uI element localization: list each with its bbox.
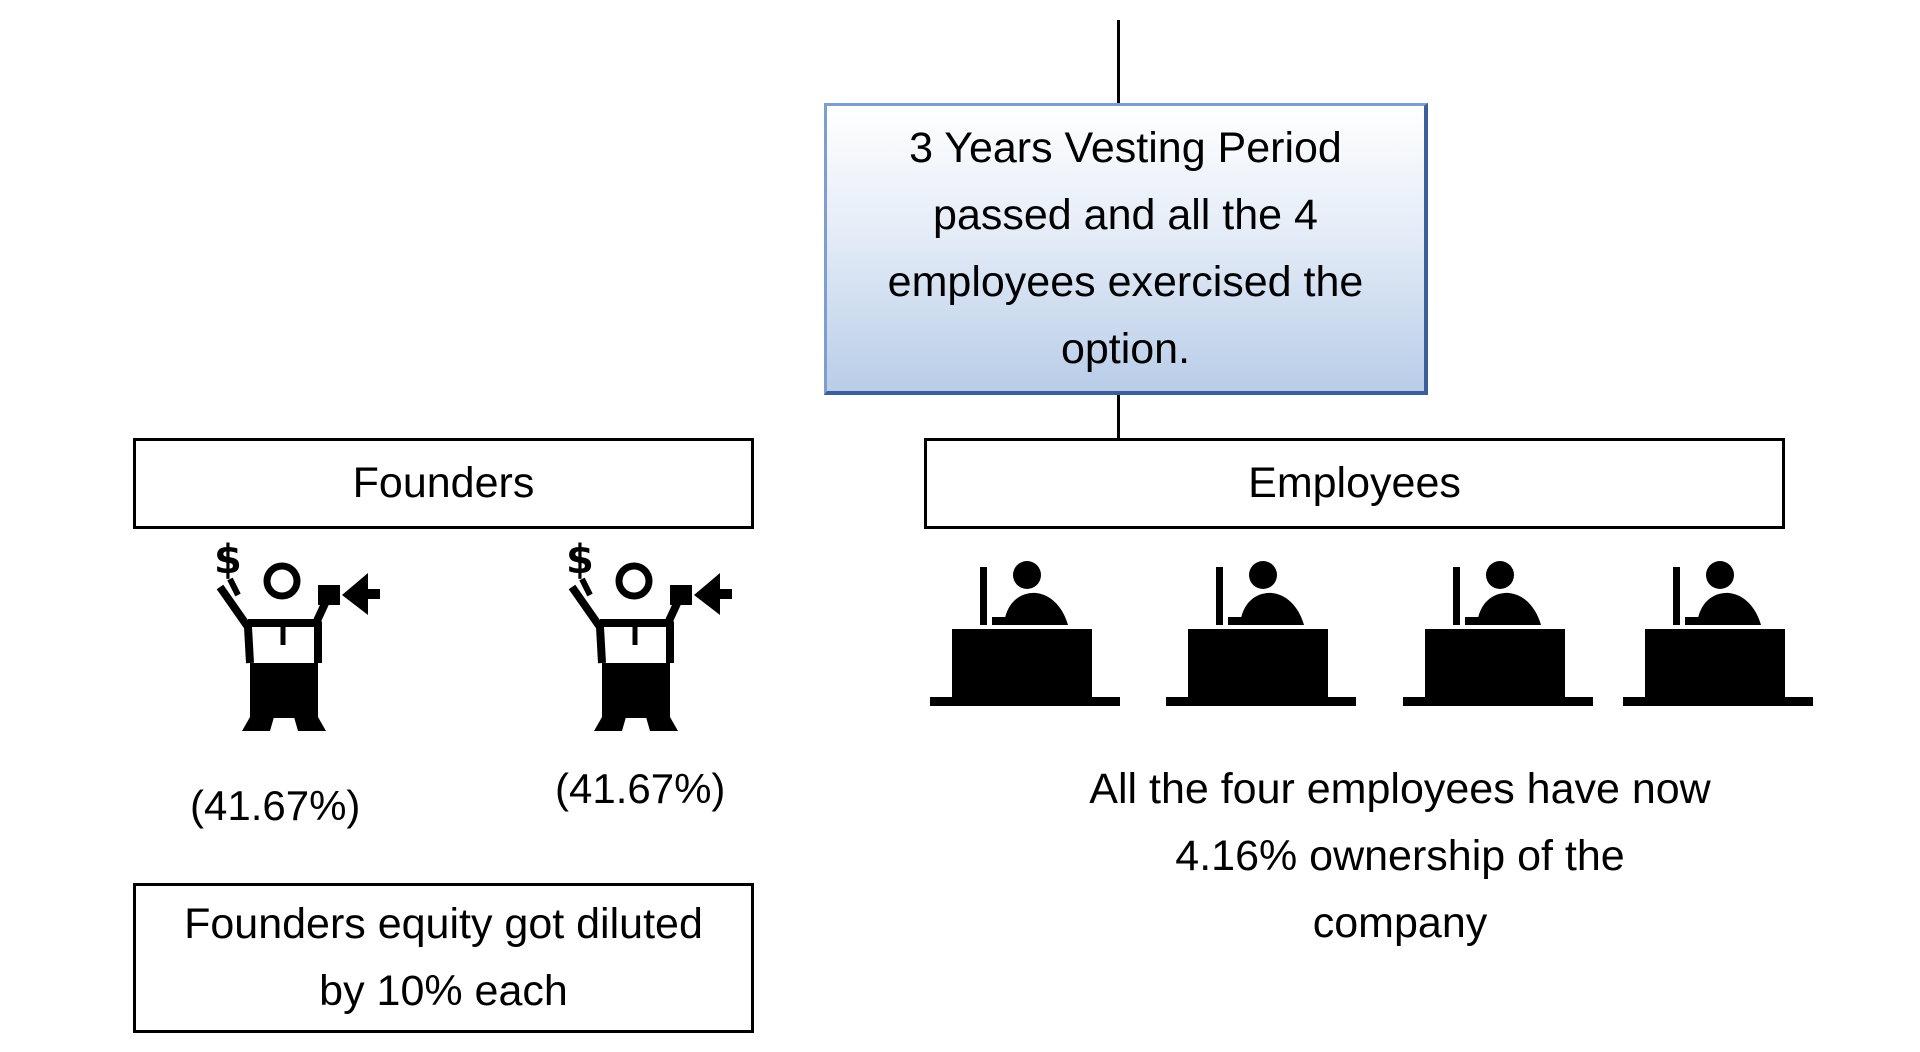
founders-dilution-note: Founders equity got diluted by 10% each [133, 883, 754, 1033]
connector-mid-line [1117, 395, 1120, 438]
employee-at-desk-icon [1166, 561, 1356, 706]
employee-at-desk-icon [1623, 561, 1813, 706]
founder-megaphone-icon: $ [214, 537, 380, 731]
employee-at-desk-icon [1403, 561, 1593, 706]
employees-ownership-note: All the four employees have now 4.16% ow… [1089, 765, 1711, 947]
founder-share-percentage: (41.67%) [555, 765, 726, 812]
founders-header: Founders [133, 438, 754, 529]
employees-header: Employees [924, 438, 1785, 529]
vesting-period-box: 3 Years Vesting Period passed and all th… [824, 103, 1428, 395]
svg-text:$: $ [214, 537, 242, 583]
connector-top-line [1117, 20, 1120, 103]
founder-megaphone-icon: $ [566, 537, 732, 731]
founder-share-percentage: (41.67%) [190, 782, 361, 829]
svg-text:$: $ [566, 537, 594, 583]
employee-at-desk-icon [930, 561, 1120, 706]
